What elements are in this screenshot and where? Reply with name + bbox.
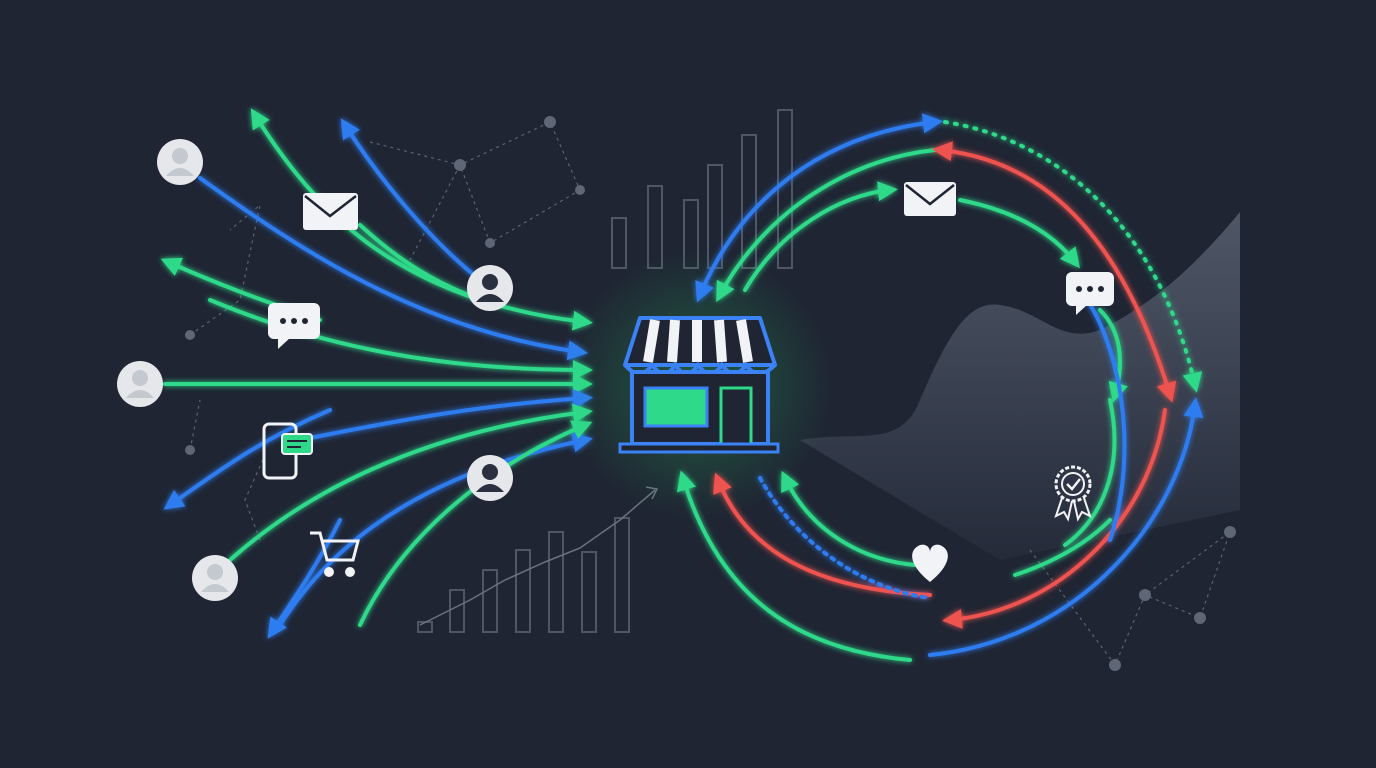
inbound-flow-13 (267, 518, 342, 639)
user-avatar-icon-5 (467, 455, 513, 501)
bar-chart-bottom (417, 486, 659, 633)
user-avatar-icon-2 (117, 361, 163, 407)
loop-flow-14 (676, 470, 912, 662)
shopping-cart-icon (310, 531, 360, 577)
inbound-flow-10 (340, 118, 482, 282)
inbound-flow-5 (298, 388, 593, 442)
inbound-flow-6 (228, 403, 593, 562)
network-nodes-right (1109, 526, 1236, 671)
inbound-flow-12 (163, 408, 332, 510)
user-avatar-icon-3 (192, 555, 238, 601)
network-graph-top (369, 121, 581, 261)
chat-bubble-icon (268, 303, 320, 349)
award-badge-icon (1054, 465, 1092, 522)
storefront-icon (618, 316, 780, 454)
inbound-flows (160, 108, 593, 639)
loop-flow-11 (781, 470, 917, 567)
chat-bubble-icon-loop (1066, 272, 1114, 315)
loop-flow-7 (743, 181, 898, 292)
loop-flow-16 (1013, 518, 1112, 577)
loop-flow-12 (1078, 288, 1127, 542)
loop-flow-6 (942, 408, 1167, 629)
heart-icon (912, 544, 948, 582)
loop-flow-15 (758, 476, 932, 600)
loop-flow-13 (713, 472, 932, 597)
network-nodes-top (454, 116, 585, 248)
bar-chart-top (611, 109, 793, 269)
inbound-flow-9 (250, 108, 482, 302)
user-avatar-icon-1 (157, 139, 203, 185)
envelope-icon (303, 193, 358, 230)
smartphone-message-icon (262, 422, 313, 480)
retention-loop (676, 113, 1204, 662)
inbound-flow-8 (358, 420, 593, 627)
user-avatar-icon-4 (467, 265, 513, 311)
inbound-flow-7 (278, 432, 593, 627)
loop-flow-1 (695, 113, 943, 303)
loop-flow-2 (716, 148, 937, 303)
loop-flow-5 (928, 397, 1204, 657)
network-graph-right (1029, 530, 1232, 667)
envelope-icon-loop (904, 182, 956, 216)
network-graph-left (189, 203, 266, 541)
loop-flow-10 (1063, 398, 1117, 547)
area-chart-right (800, 212, 1240, 560)
inbound-flow-1 (198, 176, 588, 361)
network-nodes-left (185, 330, 195, 455)
loop-flow-8 (958, 198, 1080, 269)
loop-flow-3 (932, 141, 1177, 403)
inbound-flow-4 (208, 298, 593, 380)
